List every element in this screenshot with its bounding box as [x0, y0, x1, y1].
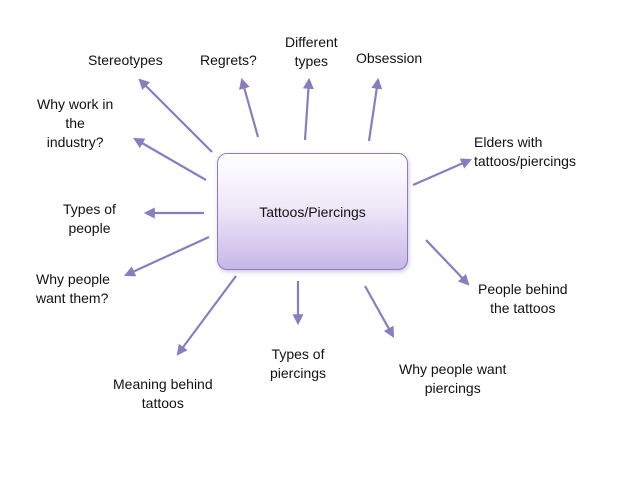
branch-label-obsession: Obsession: [356, 50, 423, 66]
branch-label-why-piercings: Why people want piercings: [399, 361, 507, 396]
arrow-why-people-want: [123, 235, 210, 277]
branch-label-why-people-want: Why people want them?: [36, 271, 110, 306]
central-topic-box: Tattoos/Piercings: [217, 153, 408, 270]
branch-label-regrets: Regrets?: [200, 52, 257, 68]
arrow-meaning: [176, 275, 237, 356]
arrow-regrets: [239, 77, 260, 138]
branch-label-why-work: Why work in the industry?: [37, 96, 114, 150]
arrow-people-behind: [425, 239, 470, 286]
branch-label-types-piercings: Types of piercings: [270, 346, 327, 381]
arrow-why-work: [133, 137, 207, 181]
arrow-elders: [412, 158, 473, 187]
branch-label-meaning: Meaning behind tattoos: [113, 376, 213, 411]
arrow-different-types: [302, 77, 314, 141]
branch-label-elders: Elders with tattoos/piercings: [474, 134, 576, 169]
branch-label-stereotypes: Stereotypes: [88, 52, 163, 68]
arrow-obsession: [367, 77, 383, 142]
branch-label-different-types: Different types: [285, 34, 338, 69]
central-topic-label: Tattoos/Piercings: [259, 203, 366, 220]
arrow-why-piercings: [364, 285, 395, 338]
branch-label-people-behind: People behind the tattoos: [478, 281, 568, 316]
branch-label-types-of-people: Types of people: [63, 201, 116, 236]
arrow-stereotypes: [138, 78, 213, 153]
